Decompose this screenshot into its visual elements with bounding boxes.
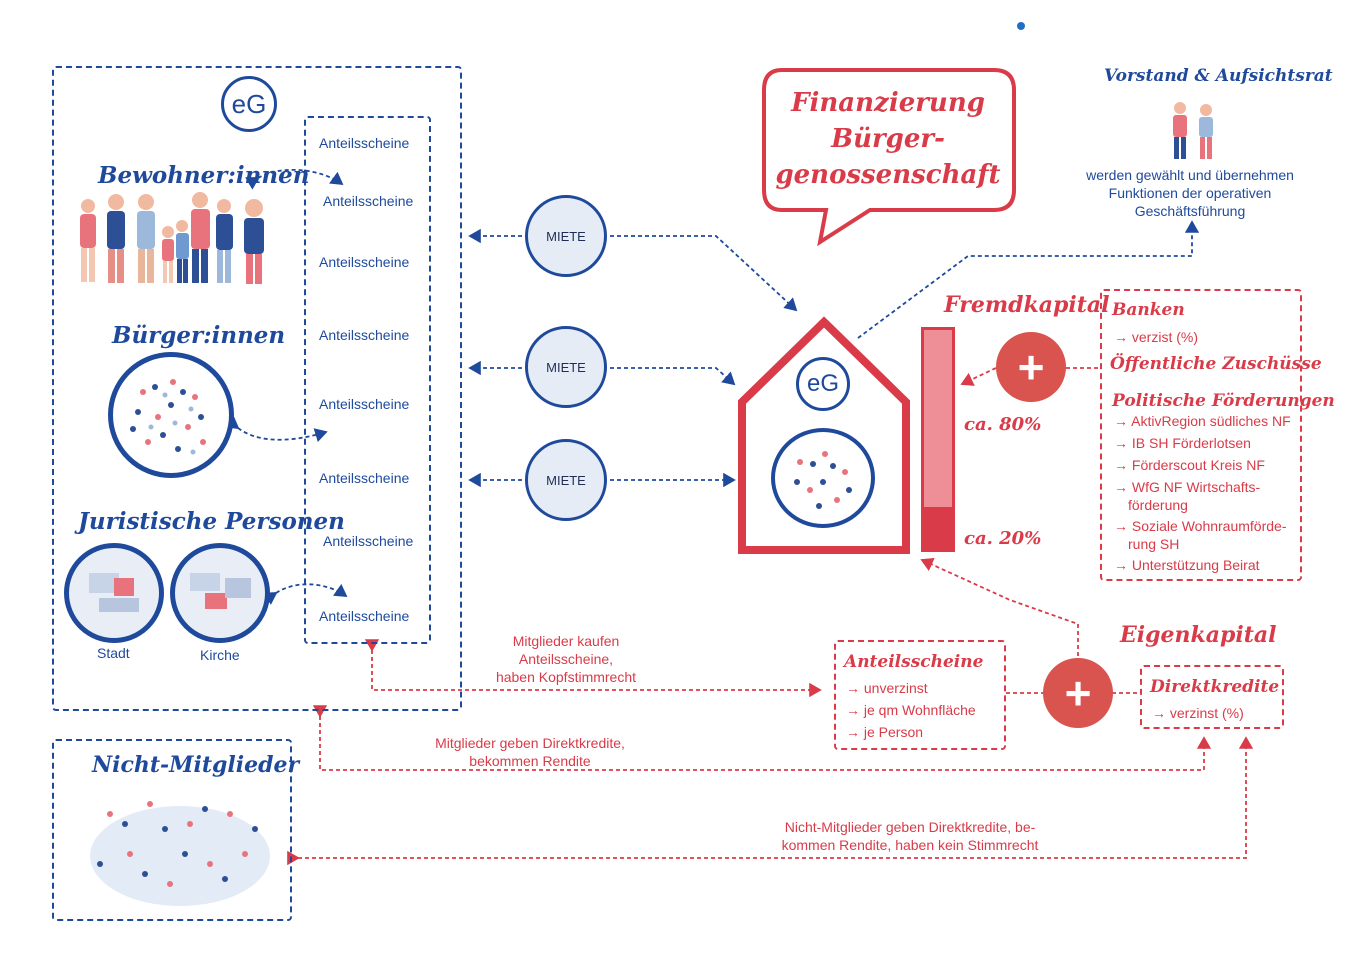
- note-line: bekommen Rendite: [469, 753, 591, 769]
- anteilsscheine-item: → unverzinst: [846, 680, 928, 696]
- foerderungen-heading: Politische Förderungen: [1112, 391, 1335, 411]
- plus-icon: +: [1043, 658, 1113, 728]
- board-members-illustration: [1173, 102, 1213, 159]
- vorstand-line: Geschäftsführung: [1134, 203, 1246, 219]
- miete-circle: MIETE: [525, 195, 607, 277]
- juristische-heading: Juristische Personen: [78, 508, 345, 535]
- foerderung-item: → WfG NF Wirtschafts-: [1114, 479, 1261, 495]
- anteilsscheine-item: → je qm Wohnfläche: [846, 702, 976, 718]
- note-line: haben Kopfstimmrecht: [495, 669, 637, 685]
- nicht-mitglieder-box: [52, 739, 292, 921]
- miete-circle: MIETE: [525, 439, 607, 521]
- foerderung-item: → Soziale Wohnraumförde-: [1114, 518, 1287, 534]
- stadt-illustration: [64, 543, 164, 643]
- residents-illustration: [80, 192, 264, 284]
- eigenkapital-heading: Eigenkapital: [1120, 622, 1277, 648]
- note-line: Mitglieder kaufen: [512, 633, 620, 649]
- house-eg-badge: eG: [796, 357, 850, 411]
- bewohner-heading: Bewohner:innen: [98, 162, 310, 189]
- capital-bar-eigen: [921, 507, 955, 552]
- foerderung-item: → IB SH Förderlotsen: [1114, 435, 1251, 451]
- note-mitglieder-geben: Mitglieder geben Direktkredite, bekommen…: [410, 734, 650, 770]
- title-line3: genossenschaft: [775, 160, 1001, 190]
- anteilsscheine-label: Anteilsscheine: [323, 193, 414, 209]
- direktkredite-heading: Direktkredite: [1150, 677, 1280, 697]
- banken-heading: Banken: [1112, 300, 1185, 320]
- anteilsscheine-label: Anteilsscheine: [319, 327, 410, 343]
- vorstand-heading: Vorstand & Aufsichtsrat: [1104, 66, 1333, 86]
- non-members-crowd-illustration: [90, 801, 270, 906]
- foerderung-item: förderung: [1128, 497, 1188, 513]
- fremdkapital-share: ca. 80%: [964, 414, 1042, 435]
- vorstand-line: Funktionen der operativen: [1108, 185, 1272, 201]
- banken-item: → verzist (%): [1114, 329, 1198, 345]
- foerderung-item: → AktivRegion südliches NF: [1114, 413, 1291, 429]
- banken-box: [1100, 289, 1302, 581]
- anteilsscheine-label: Anteilsscheine: [319, 254, 410, 270]
- note-line: Mitglieder geben Direktkredite,: [435, 735, 625, 751]
- anteilsscheine-column: [304, 116, 431, 644]
- eg-badge: eG: [221, 76, 277, 132]
- anteilsscheine-box-heading: Anteilsscheine: [844, 652, 984, 672]
- title-line1: Finanzierung: [791, 88, 985, 118]
- plus-icon: +: [996, 332, 1066, 402]
- nicht-mitglieder-heading: Nicht-Mitglieder: [92, 752, 300, 778]
- note-line: kommen Rendite, haben kein Stimmrecht: [781, 837, 1039, 853]
- note-mitglieder-kaufen: Mitglieder kaufen Anteilsscheine, haben …: [466, 632, 666, 686]
- stadt-label: Stadt: [97, 645, 130, 661]
- fremdkapital-heading: Fremdkapital: [944, 292, 1110, 318]
- anteilsscheine-item: → je Person: [846, 724, 924, 740]
- capital-bar-fremd: [921, 327, 955, 507]
- title-speech-bubble: [762, 68, 1016, 246]
- vorstand-line: werden gewählt und übernehmen: [1086, 167, 1294, 183]
- note-line: Nicht-Mitglieder geben Direktkredite, be…: [784, 819, 1036, 835]
- anteilsscheine-label: Anteilsscheine: [323, 533, 414, 549]
- title-line2: Bürger-: [831, 124, 945, 154]
- vorstand-text: werden gewählt und übernehmen Funktionen…: [1068, 166, 1312, 220]
- foerderung-item: rung SH: [1128, 536, 1180, 552]
- direktkredite-item: → verzinst (%): [1152, 705, 1244, 721]
- kirche-label: Kirche: [200, 647, 240, 663]
- members-box: [52, 66, 462, 711]
- anteilsscheine-box: [834, 640, 1006, 750]
- buerger-heading: Bürger:innen: [112, 322, 286, 349]
- foerderung-item: → Unterstützung Beirat: [1114, 557, 1260, 573]
- note-line: Anteilsscheine,: [518, 651, 614, 667]
- anteilsscheine-label: Anteilsscheine: [319, 396, 410, 412]
- citizens-crowd-illustration: [108, 352, 234, 478]
- zuschuesse-heading: Öffentliche Zuschüsse: [1110, 354, 1322, 374]
- house-crowd-illustration: [771, 428, 875, 528]
- eigenkapital-share: ca. 20%: [964, 528, 1042, 549]
- kirche-illustration: [170, 543, 270, 643]
- anteilsscheine-label: Anteilsscheine: [319, 135, 410, 151]
- direktkredite-box: [1140, 665, 1284, 729]
- note-nicht-mitglieder: Nicht-Mitglieder geben Direktkredite, be…: [760, 818, 1060, 854]
- anteilsscheine-label: Anteilsscheine: [319, 608, 410, 624]
- miete-circle: MIETE: [525, 326, 607, 408]
- foerderung-item: → Förderscout Kreis NF: [1114, 457, 1265, 473]
- anteilsscheine-label: Anteilsscheine: [319, 470, 410, 486]
